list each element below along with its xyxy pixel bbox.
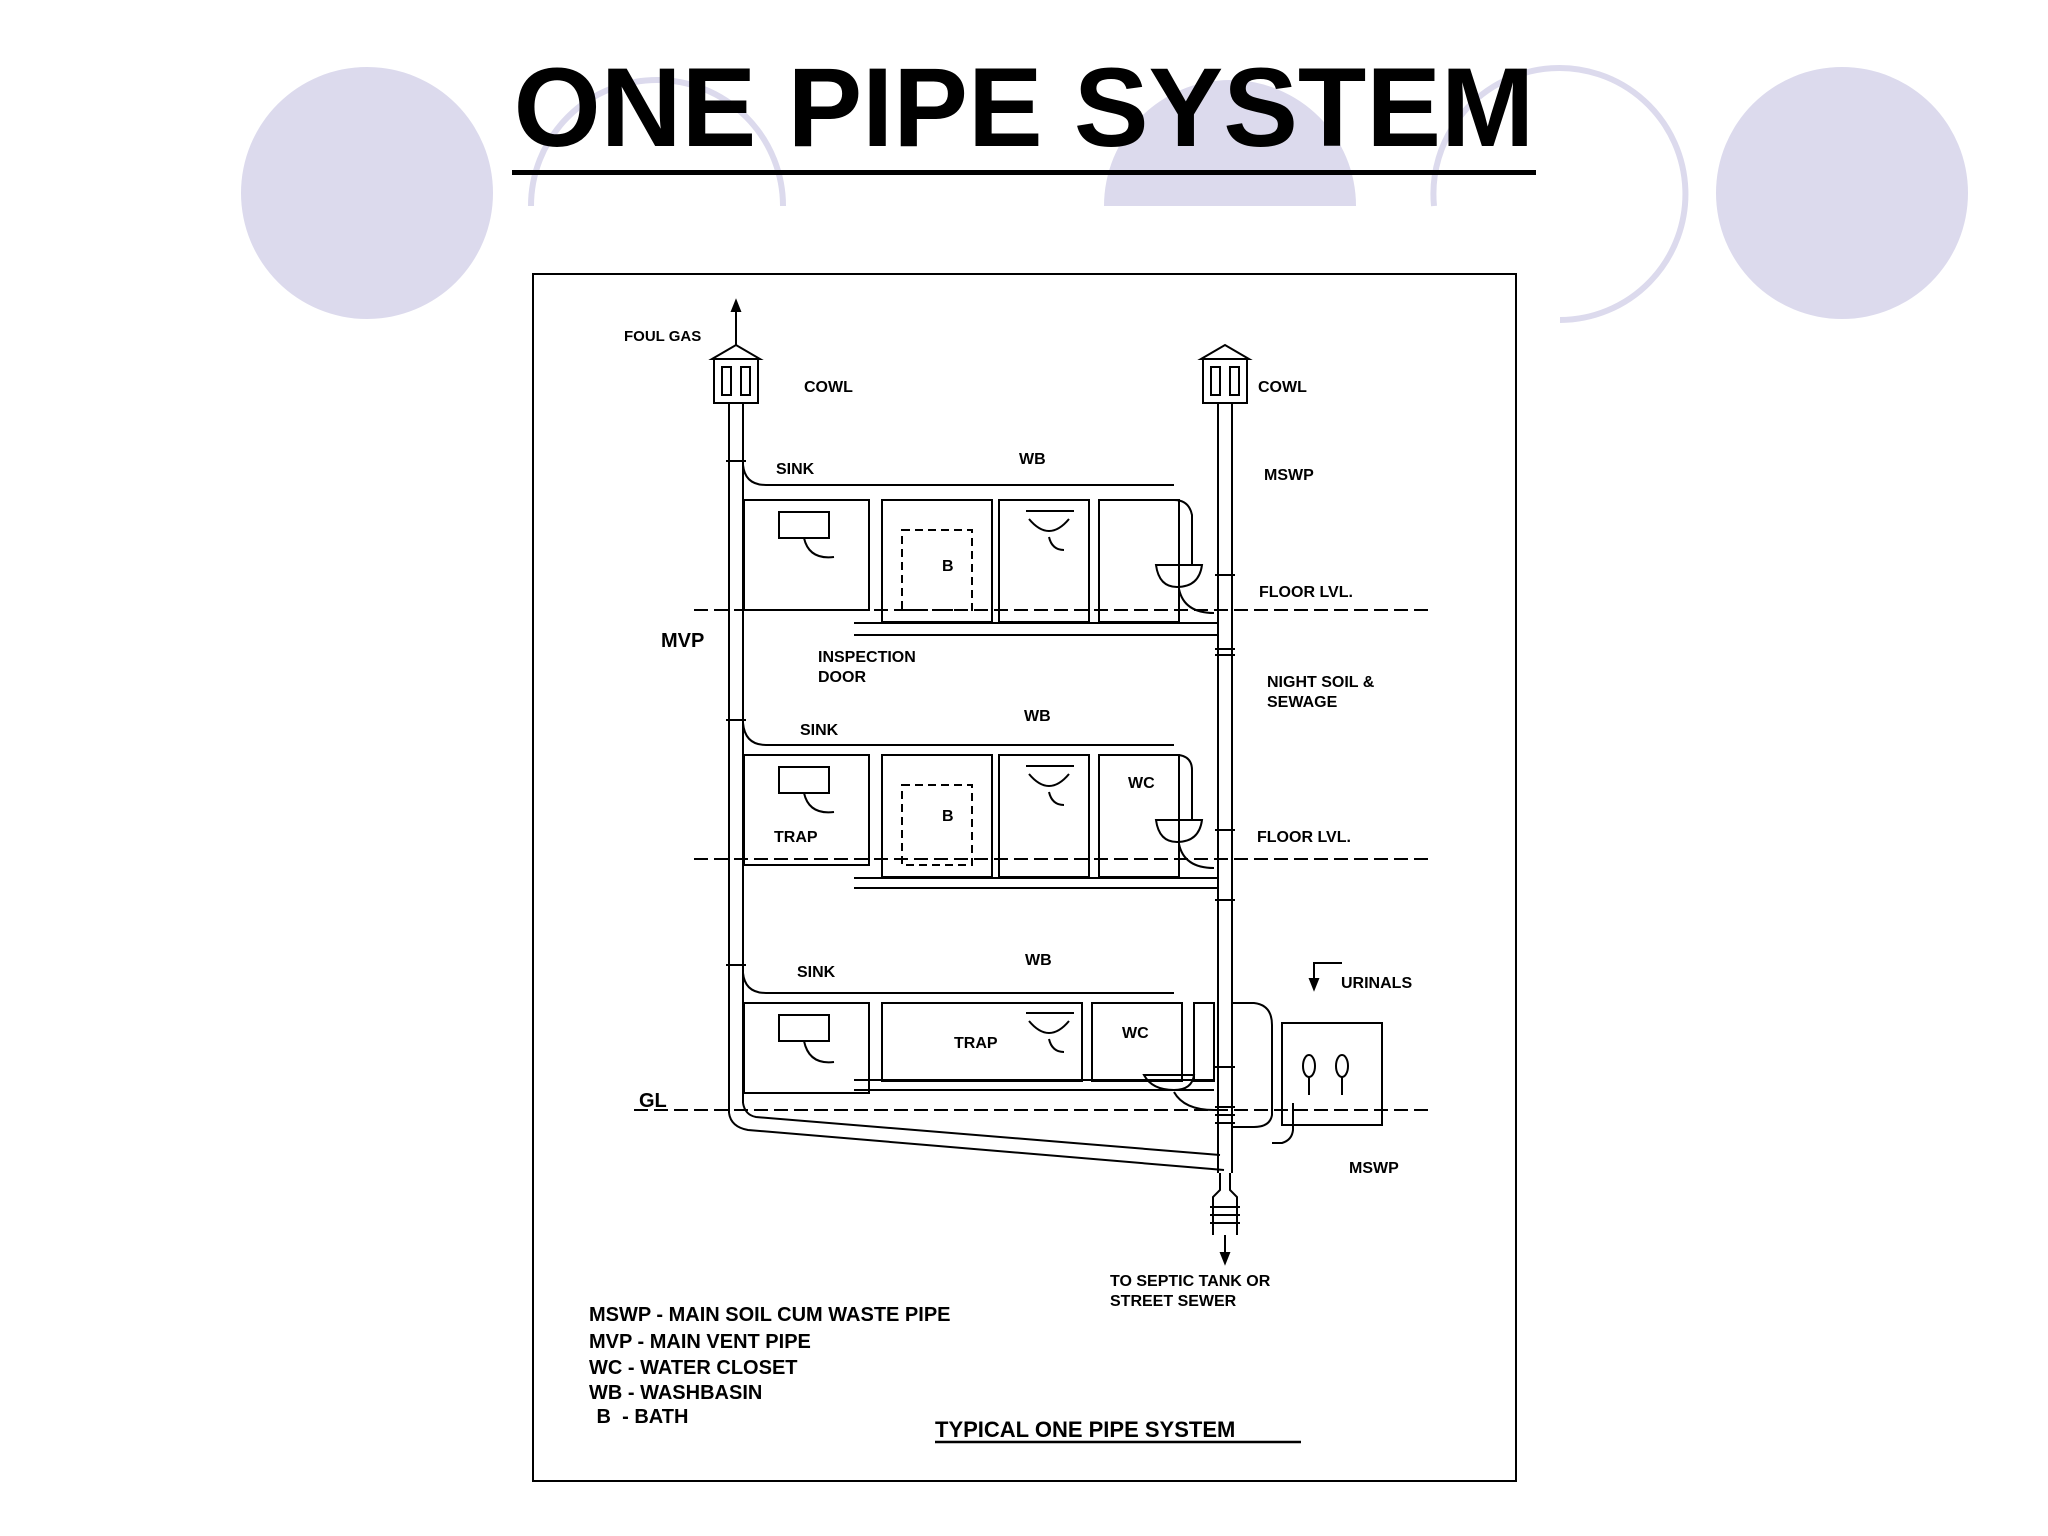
outlet-label-2: STREET SEWER xyxy=(1110,1293,1237,1310)
floor-3-fixtures xyxy=(743,1002,1273,1128)
decor-arc-1 xyxy=(528,77,786,207)
inspection-door-label-2: DOOR xyxy=(818,669,866,686)
urinals-label: URINALS xyxy=(1341,975,1412,992)
main-vent-pipe xyxy=(726,403,1225,1171)
cowl-right-label: COWL xyxy=(1258,379,1307,396)
trap-label-2: TRAP xyxy=(774,829,818,846)
decor-circle-left xyxy=(241,67,493,319)
decor-half-circle xyxy=(1104,80,1356,206)
wb-label-2: WB xyxy=(1024,708,1051,725)
inspection-door-label-1: INSPECTION xyxy=(818,649,916,666)
wc-label-3: WC xyxy=(1122,1025,1149,1042)
floor-level-label-2: FLOOR LVL. xyxy=(1257,829,1351,846)
legend: MSWP - MAIN SOIL CUM WASTE PIPE MVP - MA… xyxy=(589,1304,951,1428)
night-soil-label-2: SEWAGE xyxy=(1267,694,1338,711)
legend-item: MSWP - MAIN SOIL CUM WASTE PIPE xyxy=(589,1304,951,1326)
diagram-frame: FOUL GAS COWL COWL MSWP MVP INSPECTION D… xyxy=(532,273,1517,1482)
outlet-label-1: TO SEPTIC TANK OR xyxy=(1110,1273,1271,1290)
mvp-label: MVP xyxy=(661,630,704,652)
cowl-left-label: COWL xyxy=(804,379,853,396)
wb-label-3: WB xyxy=(1025,952,1052,969)
sink-label-3: SINK xyxy=(797,964,836,981)
slide-title: ONE PIPE SYSTEM xyxy=(0,38,2048,178)
wb-label-1: WB xyxy=(1019,451,1046,468)
trap-label-3: TRAP xyxy=(954,1035,998,1052)
plumbing-diagram: FOUL GAS COWL COWL MSWP MVP INSPECTION D… xyxy=(589,298,1434,1444)
legend-item: B - BATH xyxy=(591,1406,688,1428)
main-soil-waste-pipe xyxy=(1210,403,1240,1266)
ground-level-label: GL xyxy=(639,1090,667,1112)
legend-item: MVP - MAIN VENT PIPE xyxy=(589,1331,811,1353)
legend-item: WC - WATER CLOSET xyxy=(589,1357,798,1379)
cowl-right-icon xyxy=(1197,343,1253,404)
floor-1-fixtures xyxy=(743,499,1218,636)
night-soil-label-1: NIGHT SOIL & xyxy=(1267,674,1375,691)
foul-gas-label: FOUL GAS xyxy=(624,328,701,345)
diagram-caption: TYPICAL ONE PIPE SYSTEM xyxy=(935,1417,1235,1442)
mswp-bottom-label: MSWP xyxy=(1349,1160,1399,1177)
urinals-icon xyxy=(1272,962,1383,1144)
sink-label-1: SINK xyxy=(776,461,815,478)
mswp-top-label: MSWP xyxy=(1264,467,1314,484)
floor-2-fixtures xyxy=(743,754,1218,889)
cowl-left-icon xyxy=(708,298,764,404)
bath-label-1: B xyxy=(942,558,954,575)
floor-level-label-1: FLOOR LVL. xyxy=(1259,584,1353,601)
legend-item: WB - WASHBASIN xyxy=(589,1382,762,1404)
decor-circle-right xyxy=(1716,67,1968,319)
sink-label-2: SINK xyxy=(800,722,839,739)
bath-label-2: B xyxy=(942,808,954,825)
wc-label-2: WC xyxy=(1128,775,1155,792)
decor-arc-2 xyxy=(1430,65,1689,323)
